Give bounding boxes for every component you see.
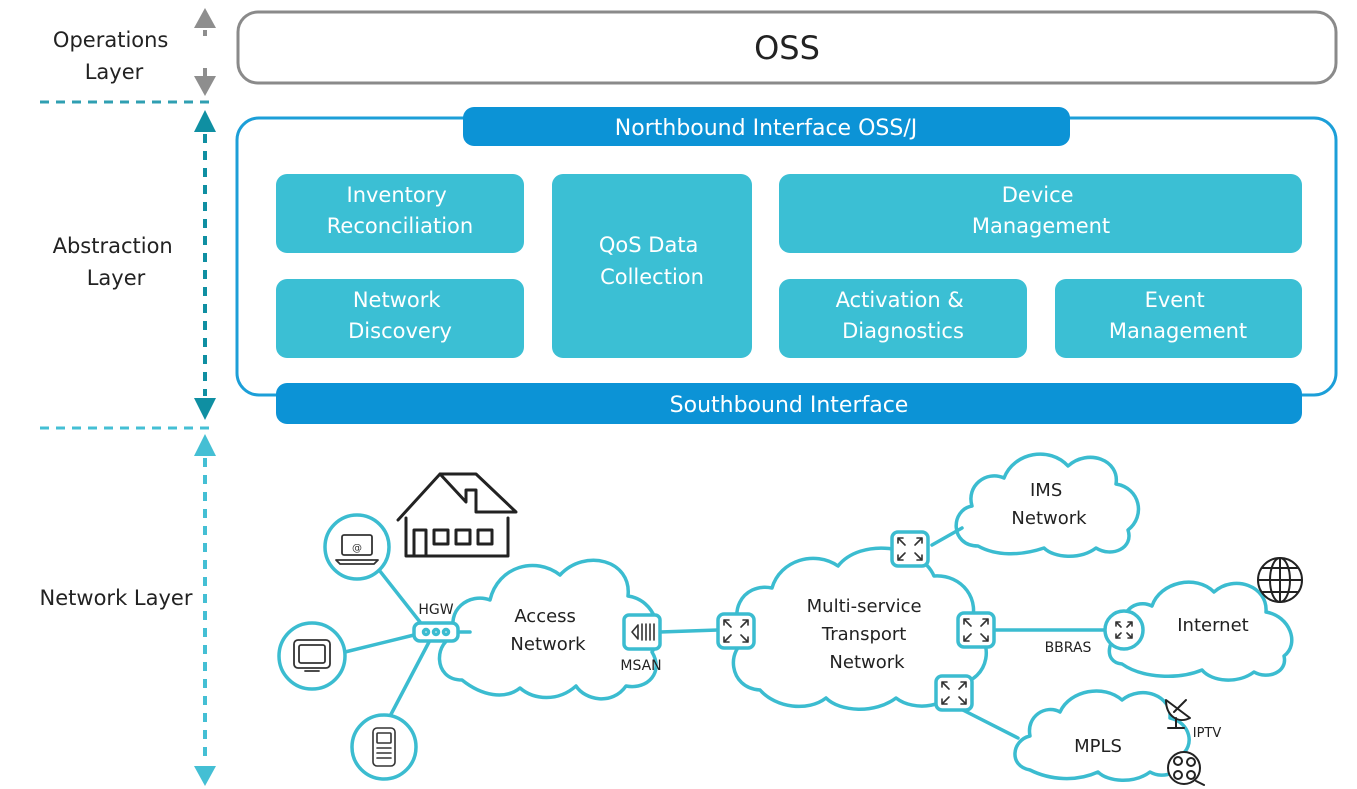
network-diagram: Access Network Multi-service Transport N…	[277, 452, 1303, 786]
inventory-label: Inventory Reconciliation	[327, 183, 473, 238]
tv-device-icon[interactable]	[277, 621, 347, 691]
film-reel-icon	[1167, 751, 1205, 786]
activation-label: Activation & Diagnostics	[836, 288, 971, 343]
southbound-interface-label: Southbound Interface	[670, 393, 909, 418]
satellite-dish-icon	[1165, 699, 1191, 729]
router-icon-mpls-edge[interactable]	[934, 674, 974, 712]
oss-box[interactable]: OSS	[236, 10, 1338, 85]
module-event-management[interactable]: Event Management	[1055, 279, 1302, 358]
northbound-interface-label: Northbound Interface OSS/J	[615, 116, 917, 141]
abstraction-box: Northbound Interface OSS/J Inventory Rec…	[235, 107, 1338, 424]
oss-label: OSS	[754, 29, 820, 67]
access-network-label: Access Network	[510, 606, 586, 655]
network-layer-label: Network Layer	[40, 586, 193, 610]
access-network-cloud	[437, 558, 660, 701]
module-device-management[interactable]: Device Management	[779, 174, 1302, 253]
router-icon-ims-edge[interactable]	[890, 530, 930, 568]
hgw-router-icon[interactable]	[412, 621, 460, 643]
internet-label: Internet	[1177, 615, 1248, 636]
northbound-interface-bar[interactable]: Northbound Interface OSS/J	[463, 107, 1070, 146]
router-icon-access-edge[interactable]	[716, 612, 756, 650]
msan-label: MSAN	[620, 658, 661, 674]
southbound-interface-bar[interactable]: Southbound Interface	[276, 383, 1302, 424]
module-inventory-reconciliation[interactable]: Inventory Reconciliation	[276, 174, 524, 253]
laptop-device-icon[interactable]: @	[323, 513, 391, 581]
laptop-at-symbol: @	[352, 543, 362, 554]
bbras-label: BBRAS	[1045, 640, 1092, 656]
mpls-cloud	[1013, 689, 1191, 782]
ims-network-cloud	[954, 452, 1141, 558]
abstraction-layer-label: Abstraction Layer	[53, 234, 180, 290]
msan-icon[interactable]	[622, 613, 662, 651]
globe-icon	[1257, 557, 1303, 603]
module-activation-diagnostics[interactable]: Activation & Diagnostics	[779, 279, 1027, 358]
bbras-router-icon[interactable]	[1103, 609, 1145, 651]
discovery-label: Network Discovery	[348, 288, 452, 343]
iptv-label: IPTV	[1193, 726, 1222, 741]
module-network-discovery[interactable]: Network Discovery	[276, 279, 524, 358]
layer-axis: Operations Layer Abstraction Layer Netwo…	[40, 8, 216, 786]
transport-network-cloud	[731, 546, 988, 711]
module-qos-data-collection[interactable]: QoS Data Collection	[552, 174, 752, 358]
device-label: Device Management	[972, 183, 1110, 238]
house-icon	[396, 472, 518, 558]
abstraction-span-arrow	[194, 110, 216, 420]
router-icon-internet-edge[interactable]	[956, 611, 996, 649]
transport-network-label: Multi-service Transport Network	[807, 596, 928, 673]
operations-span-arrow	[194, 8, 216, 96]
ims-network-label: IMS Network	[1011, 480, 1087, 529]
phone-device-icon[interactable]	[350, 713, 418, 781]
operations-layer-label: Operations Layer	[53, 28, 175, 84]
event-label: Event Management	[1109, 288, 1247, 343]
hgw-label: HGW	[418, 602, 453, 618]
qos-label: QoS Data Collection	[599, 233, 705, 289]
network-span-arrow	[194, 434, 216, 786]
mpls-label: MPLS	[1074, 736, 1122, 757]
